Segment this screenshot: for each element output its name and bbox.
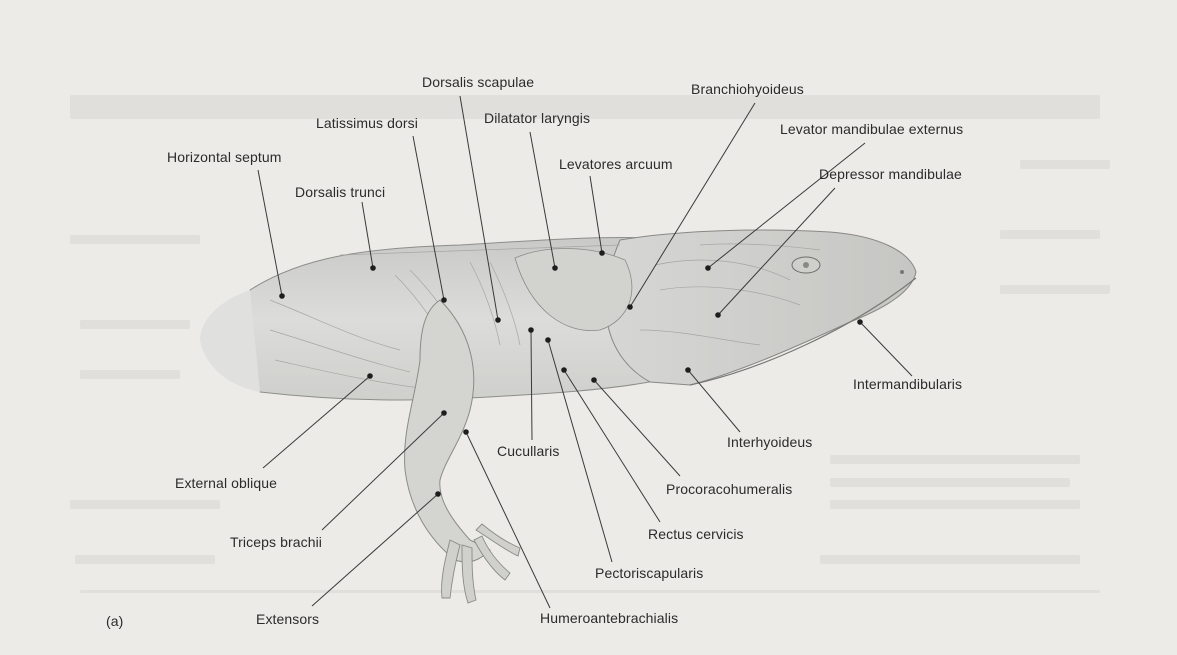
panel-label: (a) — [106, 613, 124, 629]
label-levator-mandibulae-externus: Levator mandibulae externus — [780, 121, 964, 137]
nostril — [900, 270, 904, 274]
label-depressor-mandibulae: Depressor mandibulae — [819, 166, 962, 182]
label-humeroantebrachialis: Humeroantebrachialis — [540, 610, 679, 626]
label-intermandibularis: Intermandibularis — [853, 376, 963, 392]
label-procoracohumeralis: Procoracohumeralis — [666, 481, 793, 497]
label-pectoriscapularis: Pectoriscapularis — [595, 565, 704, 581]
jaw-line — [689, 277, 917, 386]
label-external-oblique: External oblique — [175, 475, 277, 491]
label-branchiohyoideus: Branchiohyoideus — [691, 81, 804, 97]
label-interhyoideus: Interhyoideus — [727, 434, 813, 450]
label-rectus-cervicis: Rectus cervicis — [648, 526, 744, 542]
label-latissimus-dorsi: Latissimus dorsi — [316, 115, 418, 131]
label-extensors: Extensors — [256, 611, 320, 627]
tail-fade — [200, 290, 260, 392]
digits — [441, 523, 521, 604]
label-dilatator-laryngis: Dilatator laryngis — [484, 110, 591, 126]
label-dorsalis-scapulae: Dorsalis scapulae — [422, 74, 535, 90]
forelimb — [404, 299, 491, 563]
label-cucullaris: Cucullaris — [497, 443, 560, 459]
label-dorsalis-trunci: Dorsalis trunci — [295, 184, 386, 200]
label-horizontal-septum: Horizontal septum — [167, 149, 282, 165]
head — [605, 229, 917, 386]
label-levatores-arcuum: Levatores arcuum — [559, 156, 673, 172]
label-triceps-brachii: Triceps brachii — [230, 534, 323, 550]
